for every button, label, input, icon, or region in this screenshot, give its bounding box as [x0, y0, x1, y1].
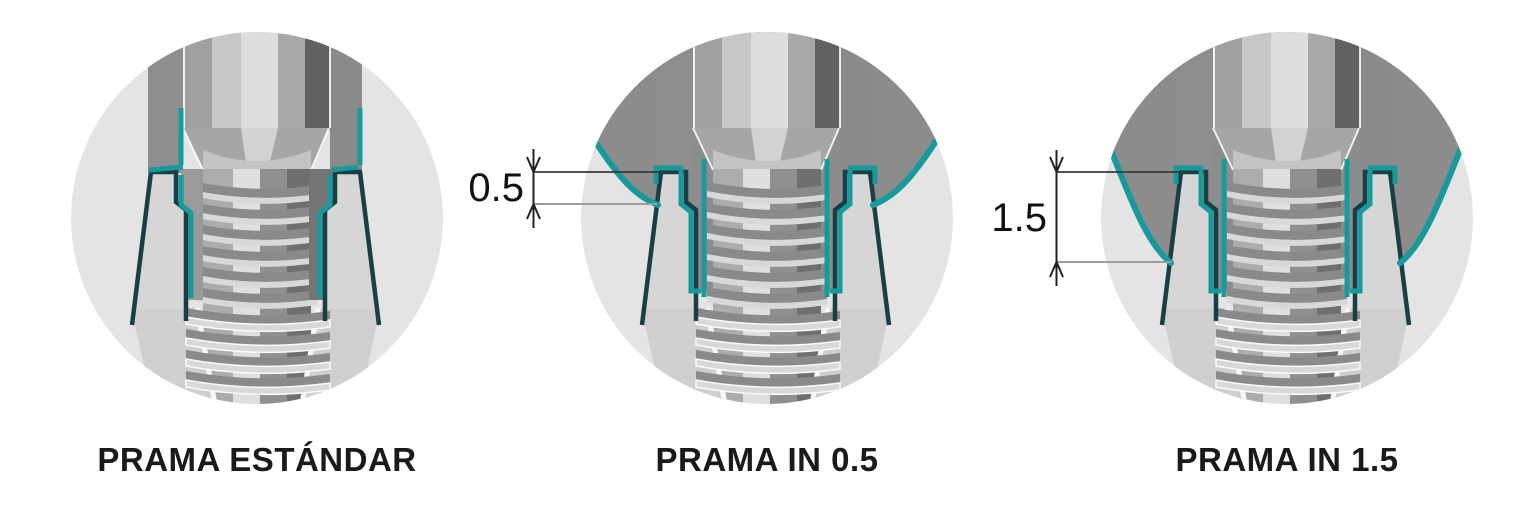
dimension-label: 1.5: [991, 196, 1047, 240]
dimension-arrows: [526, 156, 541, 220]
dimension-arrows: [1049, 156, 1064, 278]
figure-prama-estandar: PRAMA ESTÁNDAR: [71, 32, 443, 478]
dimension-marker-0-5: 0.5: [468, 149, 663, 228]
figure-title: PRAMA IN 0.5: [656, 441, 879, 478]
bone-crest-tissue-curve: [1108, 147, 1463, 266]
figure-title: PRAMA ESTÁNDAR: [97, 441, 416, 478]
dimension-label: 0.5: [468, 166, 524, 210]
figure-prama-in-15: 1.5 PRAMA IN 1.5: [991, 32, 1473, 478]
dimension-marker-1-5: 1.5: [991, 150, 1183, 286]
bone-crest-tissue-curve: [590, 135, 941, 208]
figure-title: PRAMA IN 1.5: [1176, 441, 1399, 478]
figure-prama-in-05: 0.5 PRAMA IN 0.5: [468, 32, 953, 478]
